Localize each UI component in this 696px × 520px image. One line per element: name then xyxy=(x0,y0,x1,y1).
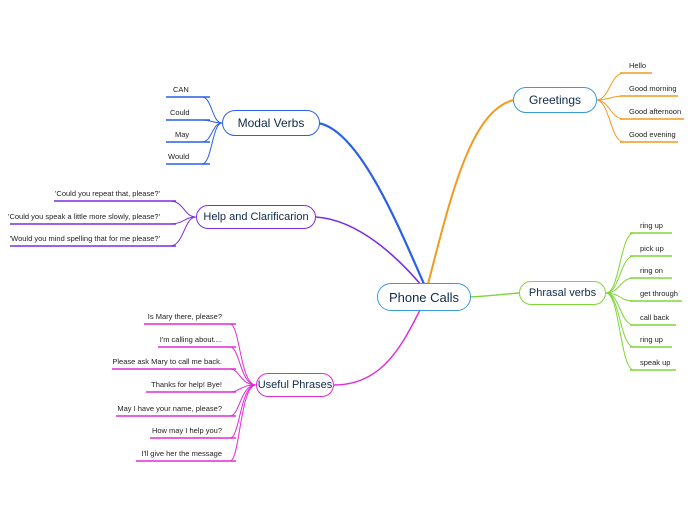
connector-greetings xyxy=(427,99,515,285)
leaf-modal-would[interactable]: Would xyxy=(168,152,190,161)
branch-greetings[interactable]: Greetings xyxy=(513,87,597,113)
connector-modal xyxy=(317,121,426,285)
leaf-modal-could[interactable]: Could xyxy=(170,108,190,117)
leaf-greeting-hello[interactable]: Hello xyxy=(629,61,647,70)
leaf-modal-may[interactable]: May xyxy=(175,130,190,139)
leaf-phrasal-6[interactable]: ring up xyxy=(640,335,663,344)
leaf-useful-7[interactable]: I'll give her the message xyxy=(141,449,222,458)
leaf-useful-6[interactable]: How may I help you? xyxy=(151,426,222,435)
connector-phrasal xyxy=(469,292,520,298)
leaf-help-spelling[interactable]: 'Would you mind spelling that for me ple… xyxy=(9,234,160,243)
connector-useful xyxy=(333,309,421,386)
leaf-useful-3[interactable]: Please ask Mary to call me back. xyxy=(112,357,222,366)
leaf-greeting-afternoon[interactable]: Good afternoon xyxy=(629,107,682,116)
leaf-phrasal-3[interactable]: ring on xyxy=(640,266,663,275)
branch-modal-verbs[interactable]: Modal Verbs xyxy=(222,110,320,136)
branch-phrasal-verbs[interactable]: Phrasal verbs xyxy=(519,281,606,305)
leaf-phrasal-7[interactable]: speak up xyxy=(640,358,671,367)
leaf-useful-4[interactable]: Thanks for help! Bye! xyxy=(151,380,222,389)
leaf-help-slowly[interactable]: 'Could you speak a little more slowly, p… xyxy=(8,212,160,221)
leaf-modal-can[interactable]: CAN xyxy=(173,85,189,94)
leaf-phrasal-1[interactable]: ring up xyxy=(640,221,663,230)
central-topic[interactable]: Phone Calls xyxy=(377,283,471,311)
leaf-help-repeat[interactable]: 'Could you repeat that, please?' xyxy=(54,189,160,198)
leaf-useful-2[interactable]: I'm calling about.... xyxy=(159,335,222,344)
leaf-useful-5[interactable]: May I have your name, please? xyxy=(117,404,222,413)
leaf-useful-1[interactable]: Is Mary there, please? xyxy=(147,312,222,321)
leaf-greeting-morning[interactable]: Good morning xyxy=(629,84,677,93)
connector-help xyxy=(315,216,423,287)
leaf-phrasal-4[interactable]: get through xyxy=(640,289,678,298)
leaf-greeting-evening[interactable]: Good evening xyxy=(629,130,676,139)
leaf-phrasal-5[interactable]: call back xyxy=(640,313,670,322)
branch-help-clarification[interactable]: Help and Clarificarion xyxy=(196,205,316,229)
leaf-phrasal-2[interactable]: pick up xyxy=(640,244,664,253)
branch-useful-phrases[interactable]: Useful Phrases xyxy=(256,373,334,397)
